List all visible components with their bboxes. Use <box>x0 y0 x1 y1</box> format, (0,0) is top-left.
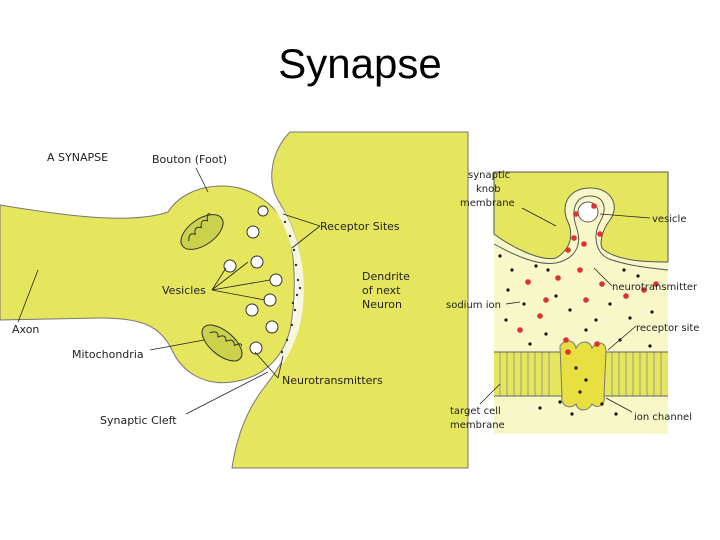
label-neurotransmitters: Neurotransmitters <box>282 374 383 387</box>
label-axon: Axon <box>12 323 39 336</box>
label-ion-channel: ion channel <box>634 412 692 423</box>
label-dendrite-1: Dendrite <box>362 270 410 283</box>
label-receptor-site: receptor site <box>636 323 699 334</box>
right-synapse-detail: synaptic knob membrane vesicle neurotran… <box>446 170 699 434</box>
label-receptor-sites: Receptor Sites <box>320 220 400 233</box>
mitochondrion-upper <box>180 213 224 250</box>
neurotransmitter-dots <box>517 203 659 355</box>
label-synaptic-cleft: Synaptic Cleft <box>100 414 177 427</box>
slide-title: Synapse <box>278 40 442 87</box>
left-synapse-diagram: A SYNAPSE Bouton (Foot) Receptor Sites D… <box>0 131 469 469</box>
label-knob-3: membrane <box>460 198 515 209</box>
label-target-2: membrane <box>450 420 505 431</box>
label-knob-1: synaptic <box>468 170 510 181</box>
ion-channel-shape <box>559 340 607 411</box>
label-vesicle: vesicle <box>652 214 687 225</box>
label-bouton: Bouton (Foot) <box>152 153 227 166</box>
cleft-neurotransmitters <box>280 220 302 354</box>
left-leader-lines <box>17 167 321 415</box>
right-leader-lines <box>479 207 651 413</box>
label-sodium-ion: sodium ion <box>446 300 501 311</box>
label-knob-2: knob <box>476 184 501 195</box>
mitochondrion-lower <box>201 324 243 362</box>
vesicles <box>223 205 283 355</box>
label-a-synapse: A SYNAPSE <box>47 151 108 164</box>
label-mitochondria: Mitochondria <box>72 348 144 361</box>
label-vesicles: Vesicles <box>162 284 206 297</box>
sodium-ion-dots <box>498 254 654 416</box>
label-neurotransmitter: neurotransmitter <box>612 282 698 293</box>
synaptic-knob <box>493 171 669 263</box>
synaptic-cleft <box>273 202 304 364</box>
label-dendrite-2: of next <box>362 284 401 297</box>
axon-bouton-shape <box>0 185 295 384</box>
label-target-1: target cell <box>450 406 501 417</box>
label-dendrite-3: Neuron <box>362 298 402 311</box>
knob-inner-membrane <box>493 195 669 271</box>
